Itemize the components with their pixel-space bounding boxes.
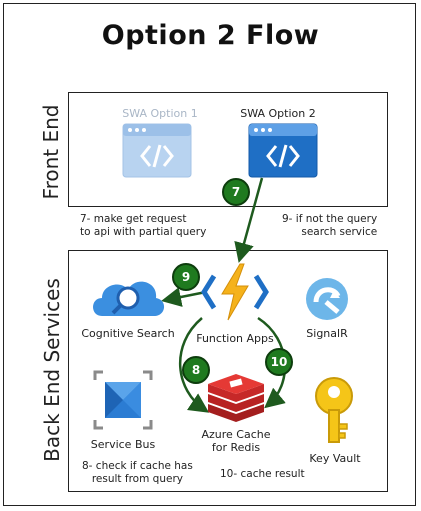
- page-title: Option 2 Flow: [101, 20, 320, 51]
- note-step-8: 8- check if cache has result from query: [82, 460, 193, 486]
- note-step-8-line1: 8- check if cache has: [82, 460, 193, 472]
- note-step-9: 9- if not the query search service: [282, 213, 377, 239]
- step-badge-8: 8: [182, 356, 210, 384]
- note-step-7-line2: to api with partial query: [80, 226, 207, 238]
- outer-frame: [3, 3, 416, 506]
- note-step-10: 10- cache result: [220, 468, 305, 480]
- arrow-function-to-search: [161, 287, 207, 307]
- note-step-9-line2: search service: [301, 226, 378, 238]
- step-badge-9: 9: [172, 263, 200, 291]
- step-badge-7: 7: [222, 178, 250, 206]
- service-bus-label: Service Bus: [90, 438, 156, 451]
- note-step-7: 7- make get request to api with partial …: [80, 213, 206, 239]
- function-apps-label: Function Apps: [196, 332, 274, 345]
- arrow-swa-to-function: [234, 177, 264, 263]
- swa-option-1-label: SWA Option 1: [122, 107, 198, 120]
- redis-cache-label-line2: for Redis: [211, 441, 261, 454]
- swa-option-2-icon[interactable]: [248, 123, 318, 178]
- redis-cache-label-line1: Azure Cache: [201, 428, 271, 441]
- cognitive-search-icon[interactable]: [88, 270, 168, 320]
- note-step-7-line1: 7- make get request: [80, 213, 187, 225]
- signalr-label: SignalR: [306, 327, 348, 340]
- swa-option-1-icon[interactable]: [122, 123, 192, 178]
- signalr-icon[interactable]: [304, 276, 350, 322]
- swa-option-2-label: SWA Option 2: [240, 107, 316, 120]
- redis-cache-label: Azure Cache for Redis: [190, 428, 282, 454]
- step-badge-10: 10: [265, 348, 293, 376]
- key-vault-icon[interactable]: [312, 376, 356, 444]
- key-vault-label: Key Vault: [309, 452, 361, 465]
- function-apps-icon[interactable]: [201, 262, 269, 322]
- note-step-8-line2: result from query: [91, 473, 183, 485]
- cognitive-search-label: Cognitive Search: [81, 327, 175, 340]
- redis-cache-icon[interactable]: [206, 374, 266, 422]
- note-step-9-line1: 9- if not the query: [282, 213, 378, 225]
- service-bus-icon[interactable]: [93, 370, 153, 430]
- arrow-function-to-cache-8: [179, 317, 210, 413]
